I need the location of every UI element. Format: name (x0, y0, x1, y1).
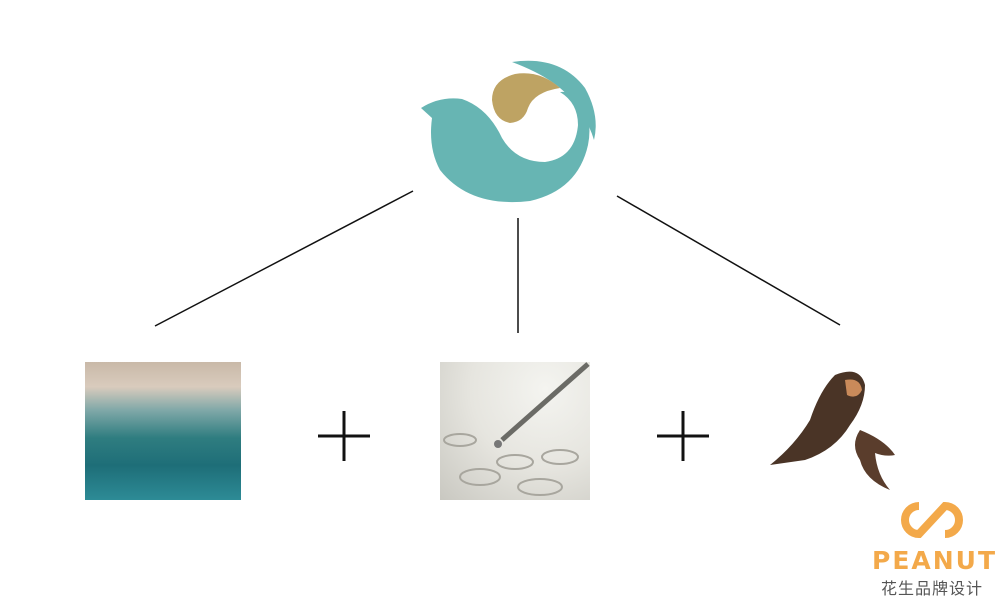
peanut-brand-logo: PEANUT 花生品牌设计 (872, 500, 998, 599)
connector-line-right (616, 195, 841, 326)
peanut-infinity-icon (901, 501, 963, 539)
logo-teal-wave-tip (512, 60, 596, 140)
logo (421, 60, 596, 203)
pipette-test-tubes-photo (440, 362, 590, 500)
plus-sign-2 (657, 411, 709, 461)
logo-teal-bird (421, 91, 590, 203)
ocean-wave-photo (85, 362, 241, 500)
swallow-birds-illustration (765, 365, 900, 495)
brand-name-en: PEANUT (872, 546, 998, 575)
logo-gold-drop (492, 73, 560, 123)
connector-line-left (154, 190, 414, 327)
plus-sign-1 (318, 411, 370, 461)
brand-name-cn: 花生品牌设计 (880, 579, 983, 598)
